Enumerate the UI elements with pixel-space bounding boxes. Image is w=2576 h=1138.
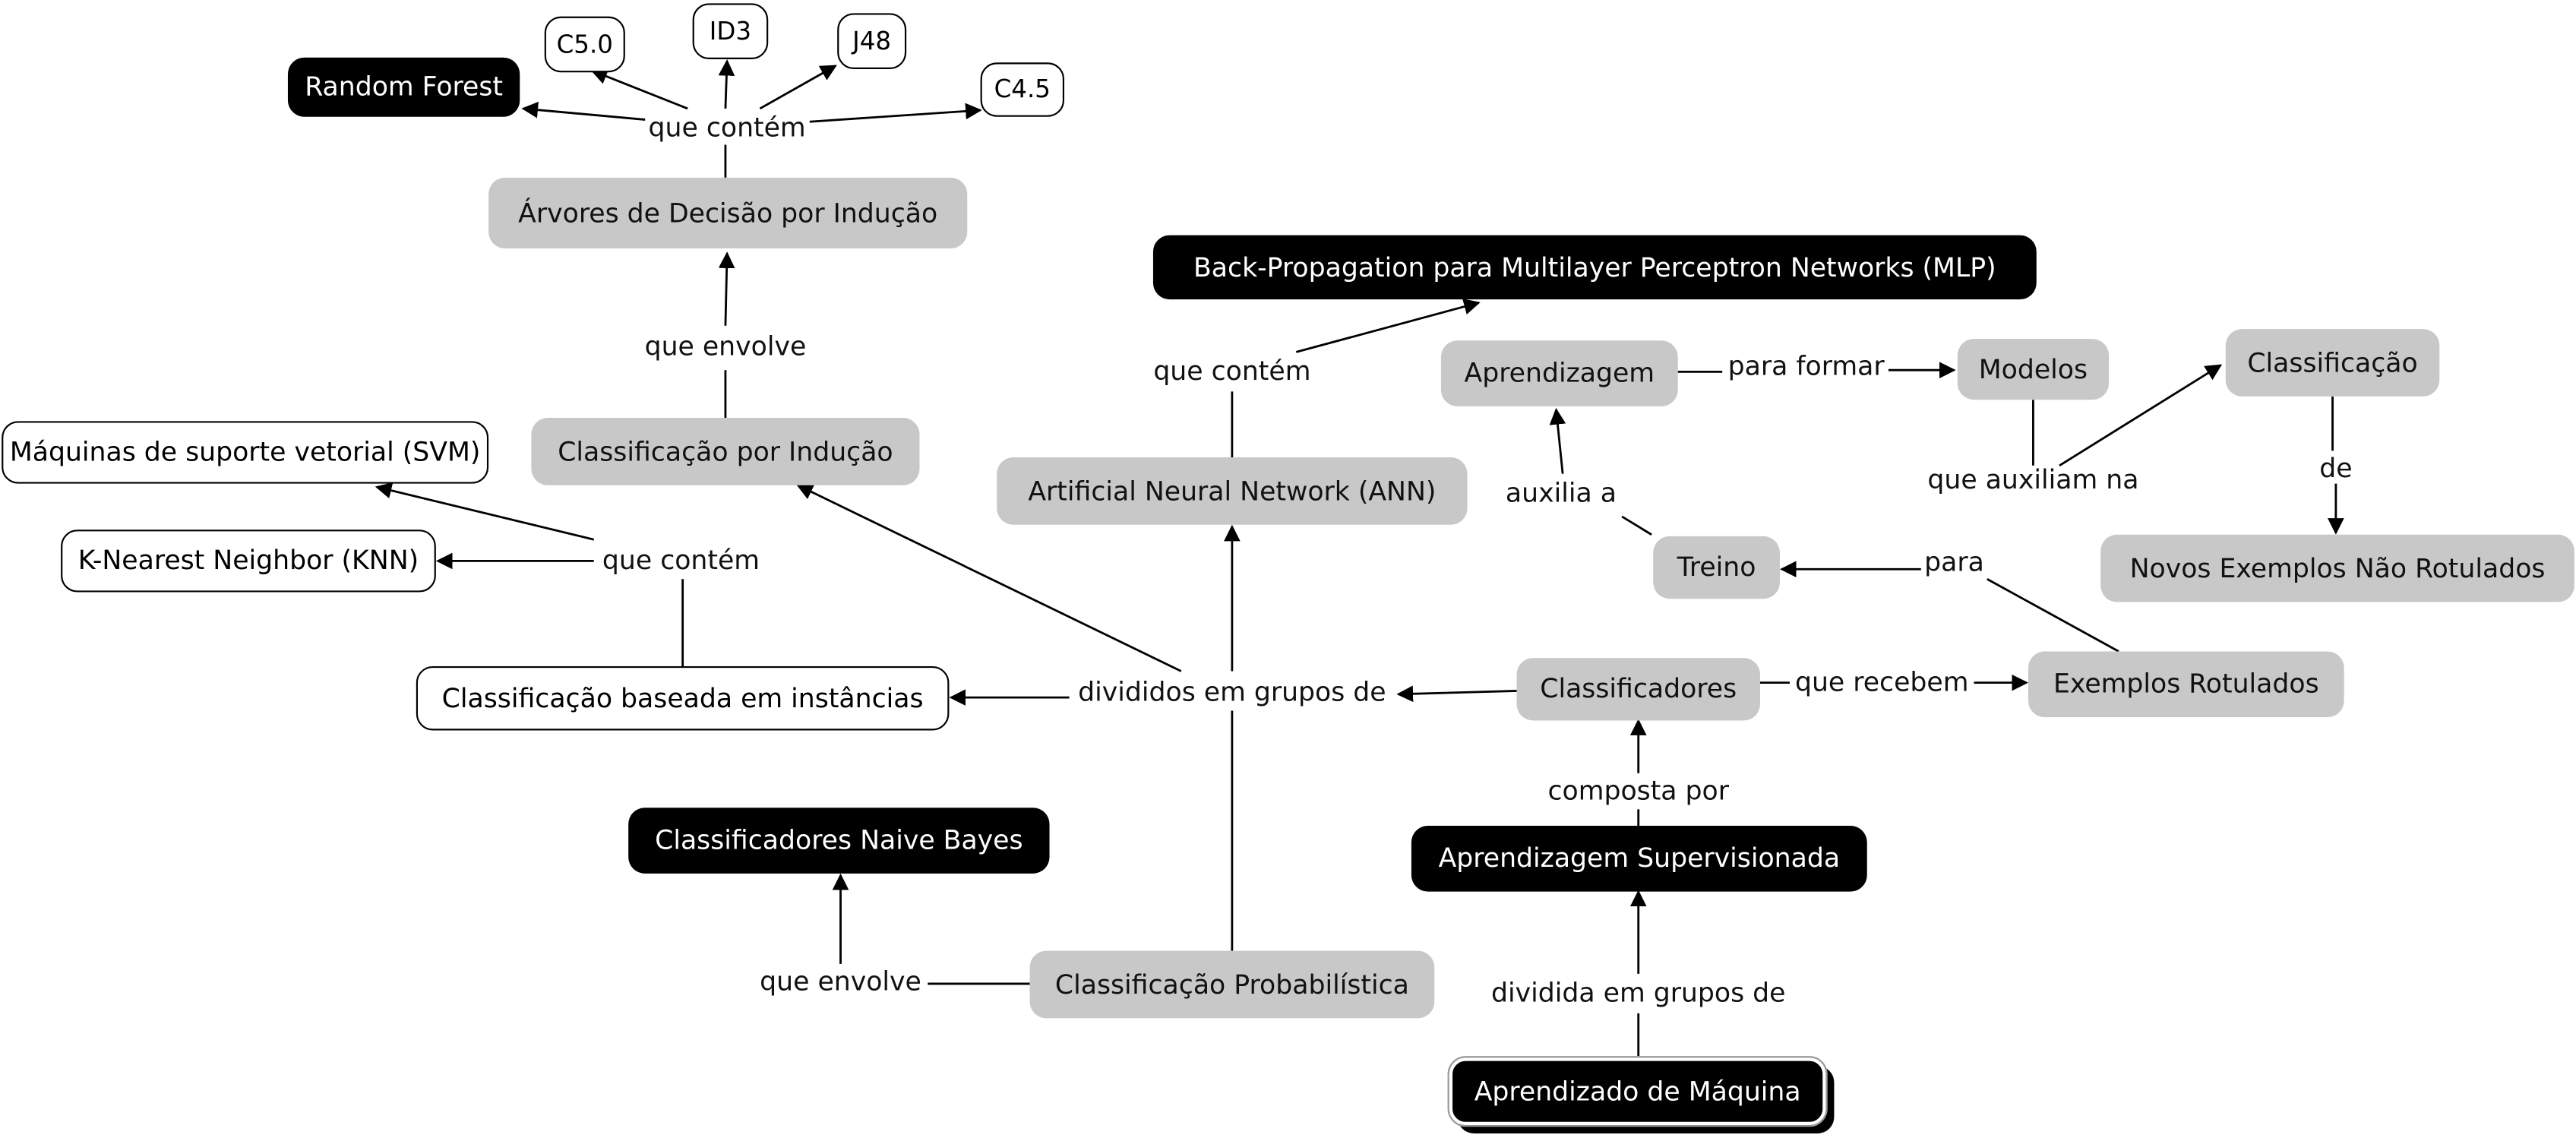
link-que-envolve-inducao: que envolve: [641, 333, 810, 361]
node-naive-bayes[interactable]: Classificadores Naive Bayes: [628, 808, 1050, 874]
link-que-contem-instancias: que contém: [599, 547, 763, 574]
link-auxilia-a: auxilia a: [1502, 479, 1620, 507]
link-para-formar: para formar: [1724, 352, 1888, 381]
node-modelos[interactable]: Modelos: [1957, 339, 2110, 400]
link-divididos-em-grupos: divididos em grupos de: [1074, 678, 1389, 706]
node-treino[interactable]: Treino: [1653, 536, 1780, 599]
link-que-auxiliam-na: que auxiliam na: [1924, 466, 2142, 494]
node-knn[interactable]: K-Nearest Neighbor (KNN): [61, 529, 436, 593]
link-dividida-em-grupos: dividida em grupos de: [1487, 979, 1789, 1007]
link-que-contem-arvores: que contém: [645, 114, 810, 142]
node-random-forest[interactable]: Random Forest: [287, 57, 520, 117]
node-svm[interactable]: Máquinas de suporte vetorial (SVM): [2, 421, 489, 484]
node-aprendizagem[interactable]: Aprendizagem: [1440, 340, 1678, 406]
node-classificadores[interactable]: Classificadores: [1516, 658, 1760, 721]
node-classificacao-inducao[interactable]: Classificação por Indução: [531, 418, 920, 485]
node-back-propagation[interactable]: Back-Propagation para Multilayer Percept…: [1152, 235, 2037, 300]
link-para: para: [1920, 548, 1988, 576]
node-c45[interactable]: C4.5: [980, 62, 1065, 117]
link-composta-por: composta por: [1544, 777, 1733, 805]
node-novos-exemplos[interactable]: Novos Exemplos Não Rotulados: [2100, 534, 2574, 602]
node-ann[interactable]: Artificial Neural Network (ANN): [997, 457, 1468, 525]
node-id3[interactable]: ID3: [692, 3, 769, 59]
node-arvores-decisao[interactable]: Árvores de Decisão por Indução: [488, 177, 968, 248]
link-que-contem-ann: que contém: [1149, 358, 1314, 385]
node-classificacao-instancias[interactable]: Classificação baseada em instâncias: [416, 665, 950, 731]
node-c50[interactable]: C5.0: [544, 16, 625, 73]
node-classificacao[interactable]: Classificação: [2225, 329, 2440, 397]
link-de: de: [2315, 455, 2356, 482]
node-exemplos-rotulados[interactable]: Exemplos Rotulados: [2028, 651, 2344, 718]
link-que-recebem: que recebem: [1791, 669, 1972, 696]
link-que-envolve-naive: que envolve: [756, 968, 925, 996]
node-aprendizado-maquina[interactable]: Aprendizado de Máquina: [1447, 1056, 1828, 1127]
node-aprendizagem-supervisionada[interactable]: Aprendizagem Supervisionada: [1411, 826, 1867, 892]
node-j48[interactable]: J48: [837, 13, 907, 69]
node-classificacao-probabilistica[interactable]: Classificação Probabilística: [1029, 950, 1435, 1019]
